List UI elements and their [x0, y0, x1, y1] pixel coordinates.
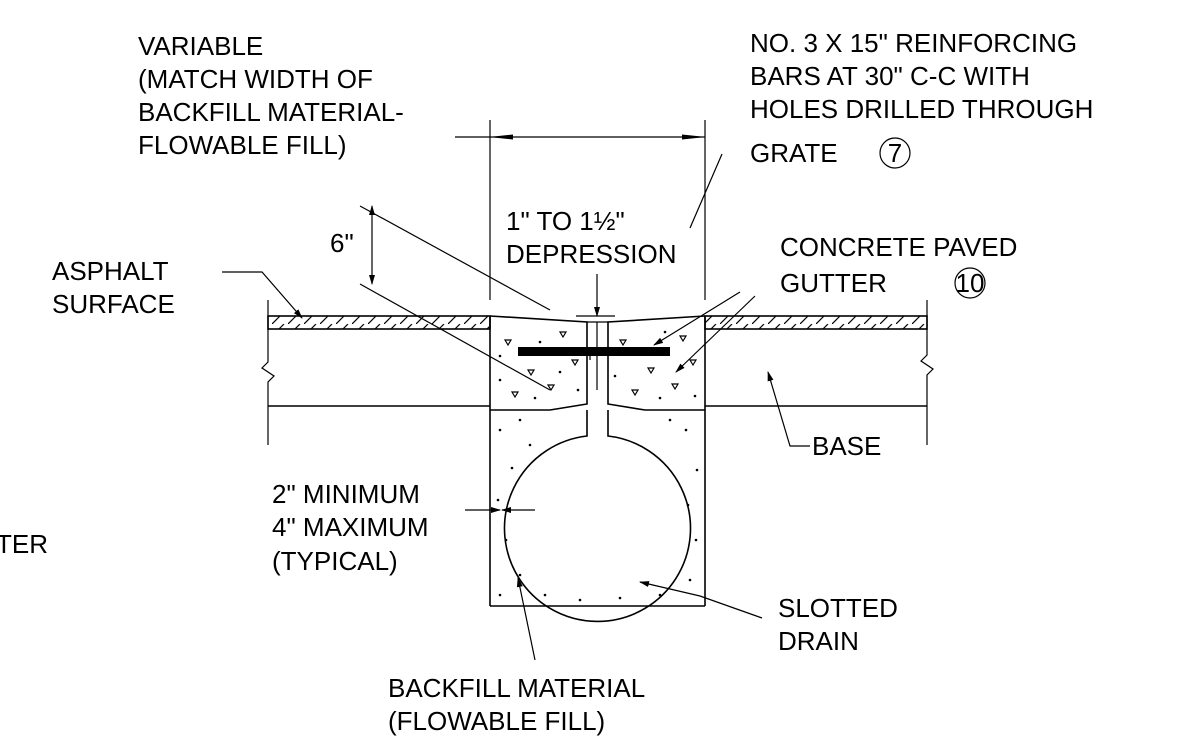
label-reinforcing: NO. 3 X 15" REINFORCING BARS AT 30" C-C … — [750, 28, 1093, 168]
ref-circle-10 — [954, 267, 986, 299]
base-layer — [261, 300, 934, 445]
label-concrete-gutter-ref: 10 — [956, 268, 985, 298]
label-asphalt-line1: ASPHALT — [52, 256, 169, 286]
label-variable-line2: (MATCH WIDTH OF — [138, 64, 373, 94]
label-six-inch: 6" — [330, 228, 354, 258]
depth-dimension — [359, 205, 551, 391]
ref-circle-7 — [879, 137, 911, 169]
label-reinforcing-line1: NO. 3 X 15" REINFORCING — [750, 28, 1077, 58]
label-base: BASE — [812, 431, 881, 461]
label-backfill-line2: (FLOWABLE FILL) — [388, 706, 605, 736]
label-concrete-gutter-line1: CONCRETE PAVED — [780, 232, 1017, 262]
slotted-drain-pipe — [503, 410, 692, 623]
label-concrete-gutter-line2: GUTTER — [780, 268, 887, 298]
width-dimension — [455, 120, 706, 300]
label-reinforcing-line4: GRATE — [750, 138, 838, 168]
label-slotted-drain-line2: DRAIN — [778, 626, 859, 656]
trench-outline — [489, 316, 706, 607]
backfill-speckle — [496, 418, 699, 602]
label-variable-line1: VARIABLE — [138, 31, 263, 61]
label-depression: 1" TO 1½" DEPRESSION — [506, 206, 677, 269]
label-reinforcing-ref: 7 — [888, 138, 902, 168]
label-reinforcing-line3: HOLES DRILLED THROUGH — [750, 94, 1093, 124]
label-variable-line3: BACKFILL MATERIAL- — [138, 97, 404, 127]
label-asphalt-line2: SURFACE — [52, 289, 175, 319]
label-partial-left: TER — [0, 529, 48, 559]
depression-marker — [576, 274, 615, 390]
label-depression-line2: DEPRESSION — [506, 239, 677, 269]
leaders — [222, 153, 810, 661]
label-slotted-drain-line1: SLOTTED — [778, 593, 898, 623]
label-variable: VARIABLE (MATCH WIDTH OF BACKFILL MATERI… — [138, 31, 404, 160]
label-clearance-line1: 2" MINIMUM — [272, 479, 420, 509]
label-clearance: 2" MINIMUM 4" MAXIMUM (TYPICAL) — [272, 479, 429, 576]
concrete-gutter — [489, 315, 706, 411]
label-concrete-gutter: CONCRETE PAVED GUTTER 10 — [780, 232, 1017, 298]
label-depression-line1: 1" TO 1½" — [506, 206, 625, 236]
label-variable-line4: FLOWABLE FILL) — [138, 130, 347, 160]
label-backfill: BACKFILL MATERIAL (FLOWABLE FILL) — [388, 673, 645, 736]
label-clearance-line2: 4" MAXIMUM — [272, 512, 429, 542]
label-clearance-line3: (TYPICAL) — [272, 546, 398, 576]
label-backfill-line1: BACKFILL MATERIAL — [388, 673, 645, 703]
label-reinforcing-line2: BARS AT 30" C-C WITH — [750, 61, 1030, 91]
label-slotted-drain: SLOTTED DRAIN — [778, 593, 898, 656]
reinforcing-bar — [518, 347, 670, 356]
label-asphalt: ASPHALT SURFACE — [52, 256, 175, 319]
